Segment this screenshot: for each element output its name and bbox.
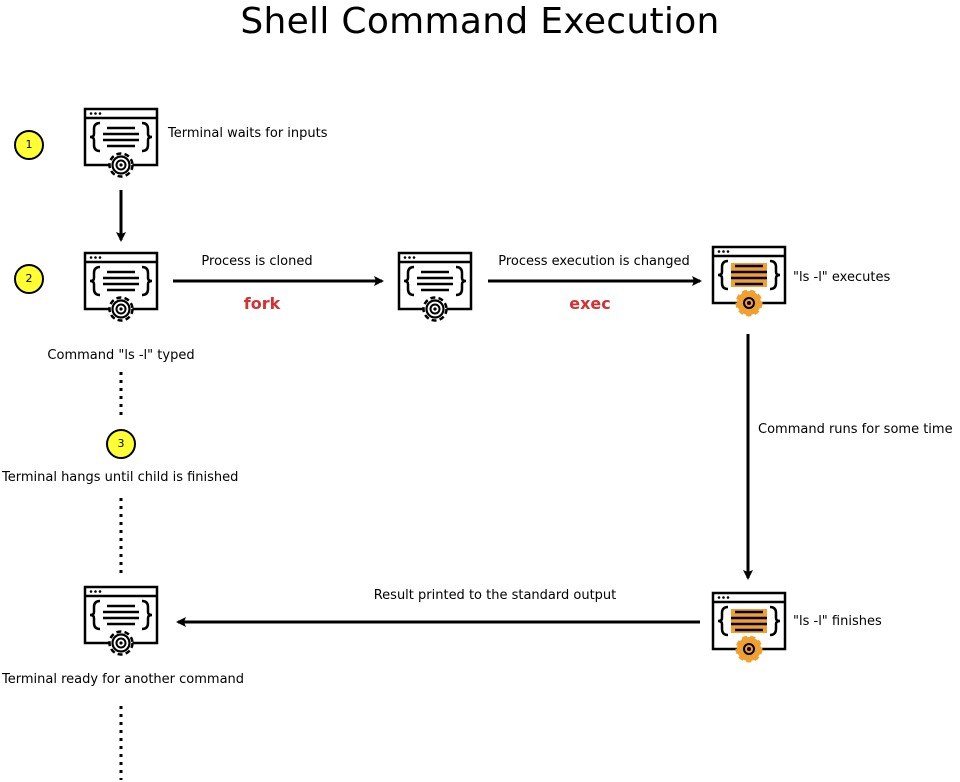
terminal-waiting-node (83, 106, 159, 182)
child-finished-node (711, 590, 787, 666)
terminal-ready-label: Terminal ready for another command (2, 672, 245, 687)
edge-result-label: Result printed to the standard output (373, 588, 617, 603)
terminal-clone-node (397, 250, 473, 326)
terminal-gear-icon (83, 251, 159, 322)
terminal-parent-label: Command "ls -l" typed (47, 348, 195, 363)
terminal-hang-note: Terminal hangs until child is finished (2, 470, 239, 485)
terminal-parent-node (83, 250, 159, 326)
terminal-gear-icon (83, 107, 159, 178)
terminal-ready-node (83, 584, 159, 660)
edge-clone-keyword: fork (243, 294, 281, 313)
child-executing-label: "ls -l" executes (793, 270, 891, 285)
diagram-title: Shell Command Execution (240, 1, 720, 42)
edge-runs-label: Command runs for some time (758, 422, 953, 437)
terminal-gear-orange-icon (711, 245, 787, 317)
edge-change-keyword: exec (569, 294, 611, 313)
terminal-gear-icon (83, 585, 159, 656)
terminal-gear-orange-icon (711, 591, 787, 663)
child-executing-node (711, 244, 787, 320)
step-badge-2: 2 (14, 264, 44, 294)
step-badge-1: 1 (14, 130, 44, 160)
step-badge-3: 3 (106, 429, 136, 459)
child-finished-label: "ls -l" finishes (793, 614, 882, 629)
edge-change-label: Process execution is changed (498, 254, 690, 269)
terminal-waiting-label: Terminal waits for inputs (168, 126, 328, 141)
edge-clone-label: Process is cloned (201, 254, 313, 269)
terminal-gear-icon (397, 251, 473, 322)
